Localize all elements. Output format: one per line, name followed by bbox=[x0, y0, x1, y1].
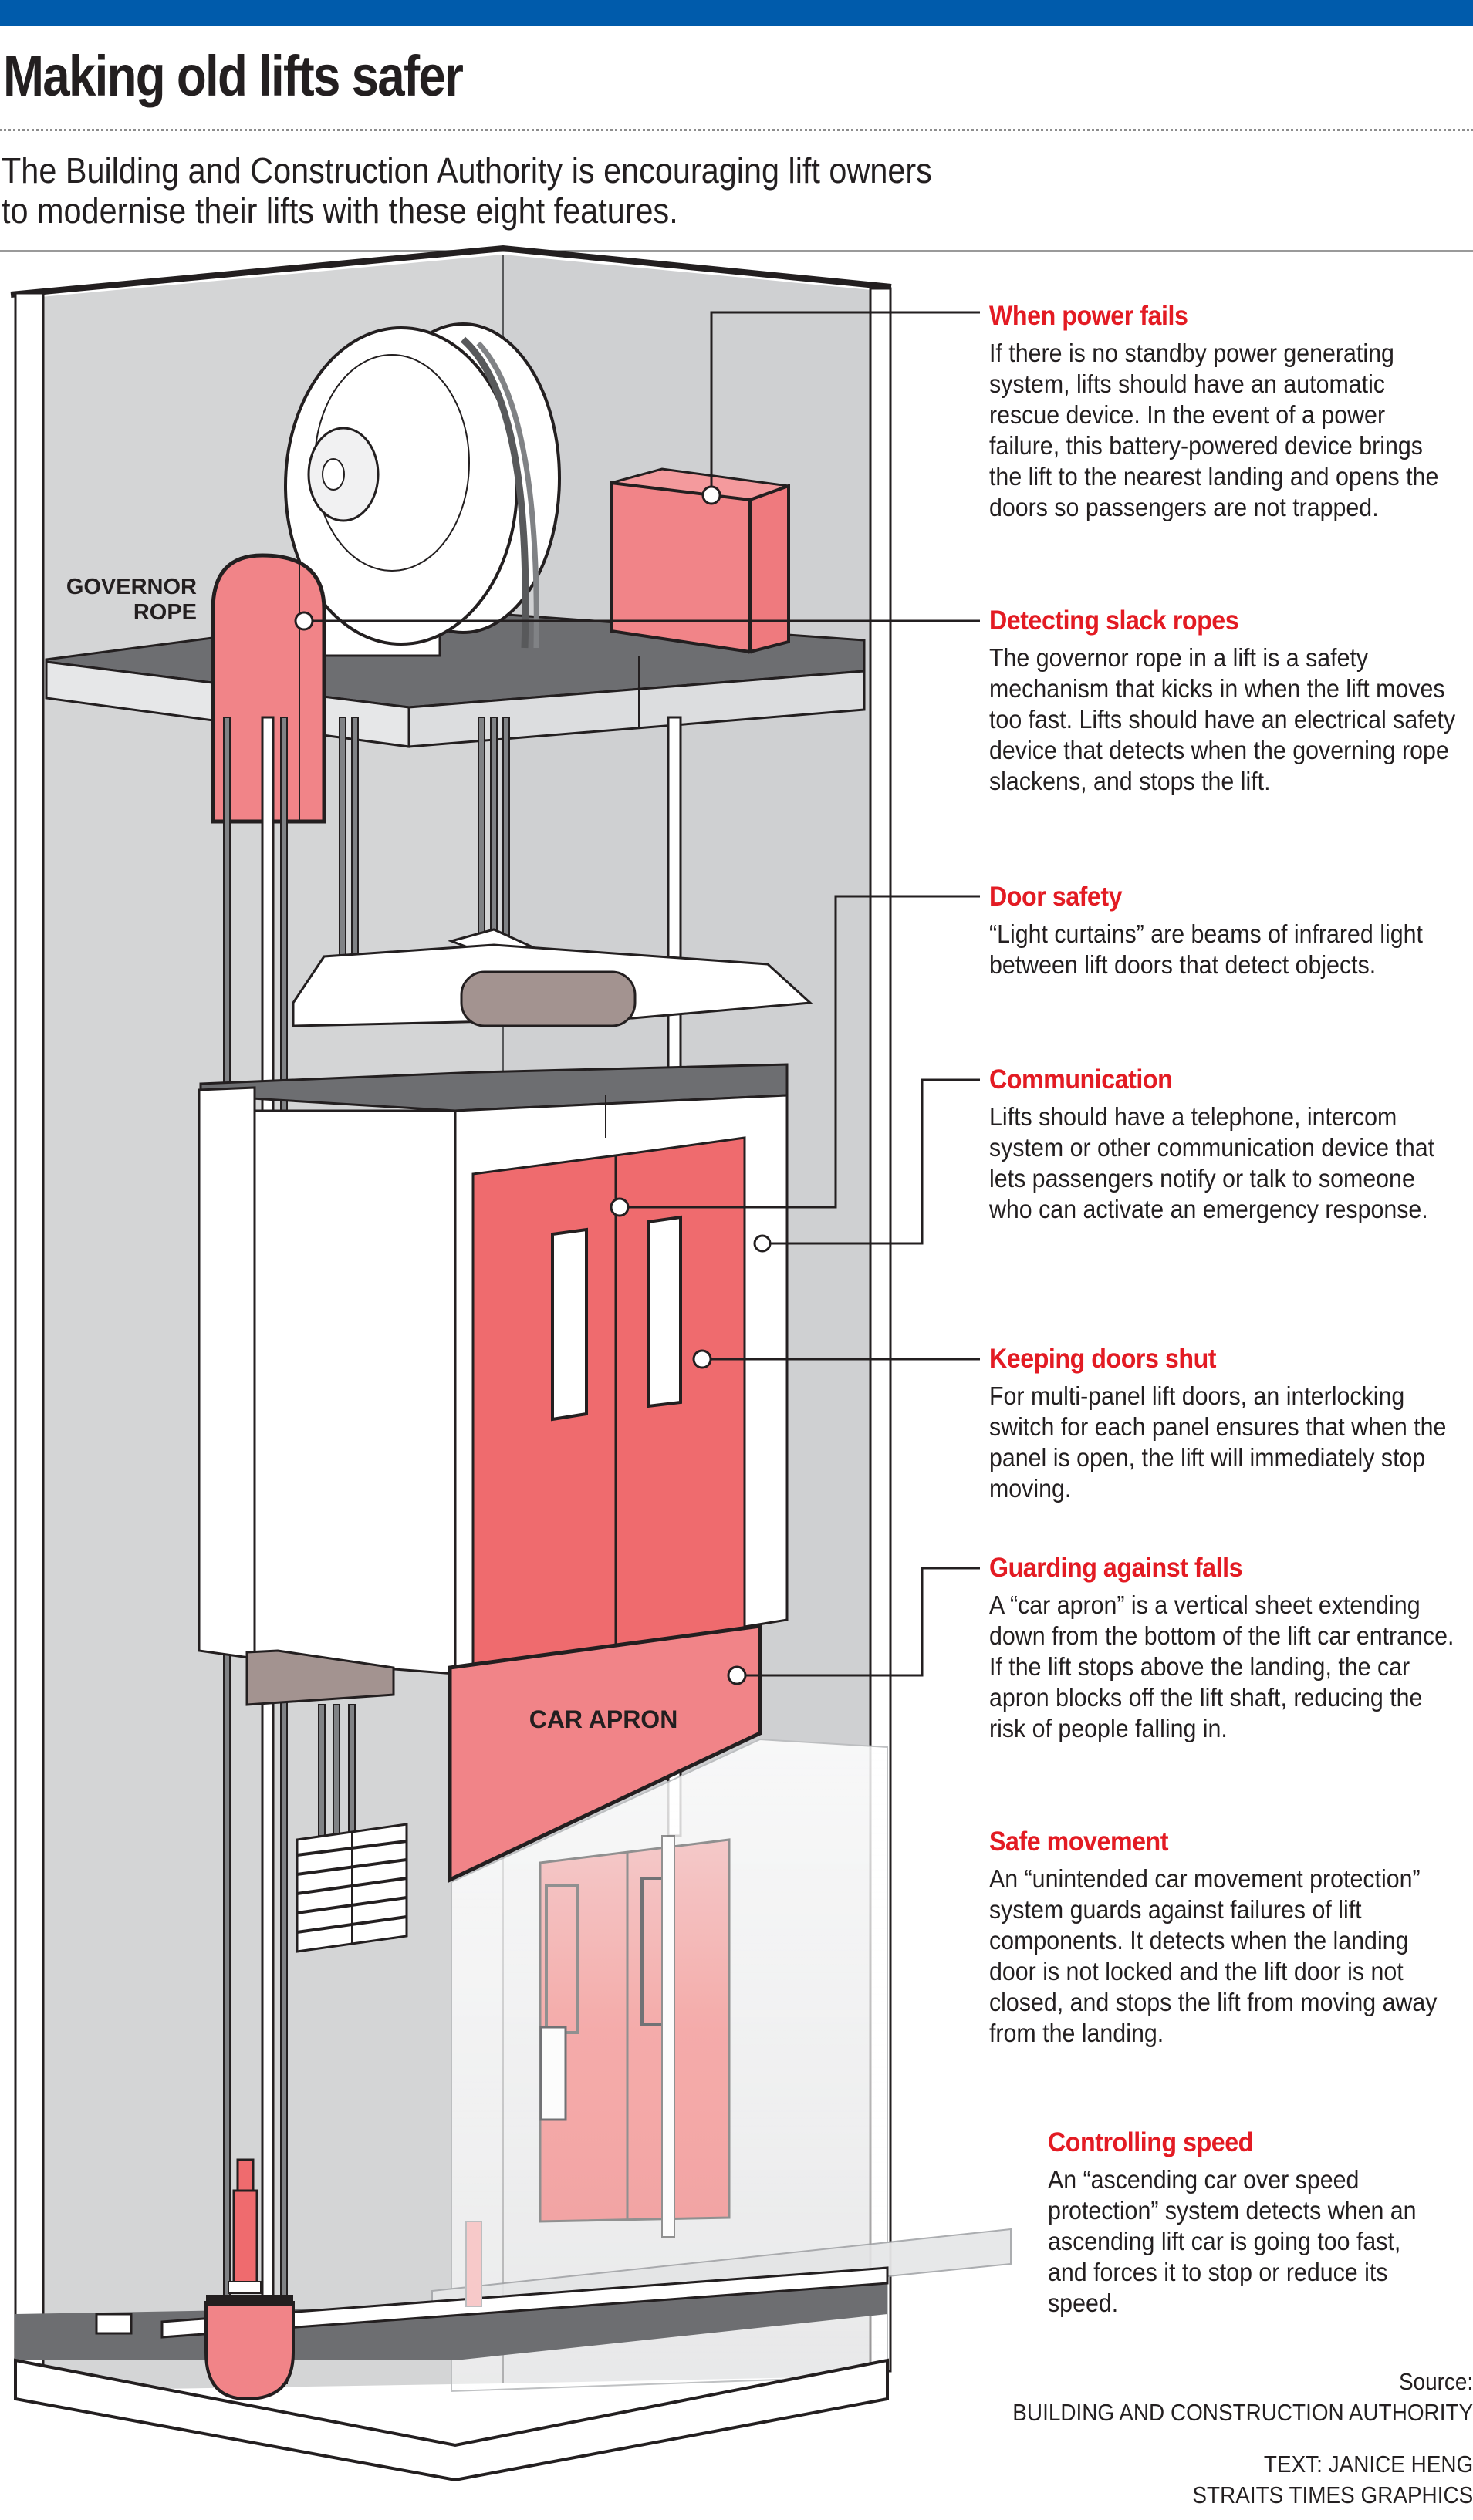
callout-body: An “ascending car over speed protection”… bbox=[1048, 2165, 1417, 2317]
counterweight-frame bbox=[245, 1649, 395, 1706]
callout-heading: Door safety bbox=[989, 882, 1123, 912]
car-side-left bbox=[198, 1086, 256, 1660]
leader-lines bbox=[305, 311, 980, 1677]
callout-heading: Detecting slack ropes bbox=[989, 606, 1239, 636]
header-rule bbox=[0, 250, 1473, 252]
rescue-device-front bbox=[610, 481, 752, 654]
governor-rope-label-2: ROPE bbox=[133, 600, 197, 625]
car-door-window-left bbox=[551, 1227, 588, 1422]
source-credit: Source: BUILDING AND CONSTRUCTION AUTHOR… bbox=[961, 2367, 1473, 2428]
callout-movement: Safe movement An “unintended car movemen… bbox=[989, 1827, 1468, 2049]
buffer-base bbox=[228, 2281, 262, 2294]
callout-slack: Detecting slack ropes The governor rope … bbox=[989, 606, 1468, 797]
hoist-rope-2 bbox=[476, 341, 539, 649]
car-apron-label: CAR APRON bbox=[529, 1705, 678, 1733]
pit-base bbox=[14, 2358, 889, 2482]
counterweight bbox=[245, 1649, 408, 1953]
car-crosshead bbox=[292, 928, 813, 1027]
governor-tension-pulley bbox=[204, 2295, 295, 2401]
tension-pulley-body bbox=[204, 2301, 295, 2401]
callout-heading: Keeping doors shut bbox=[989, 1344, 1217, 1374]
car-apron-sheet bbox=[448, 1624, 762, 1883]
callout-comm: Communication Lifts should have a teleph… bbox=[989, 1064, 1468, 1225]
dot-comm bbox=[753, 1234, 772, 1253]
rescue-device-side bbox=[748, 484, 790, 654]
hoist-rope-1 bbox=[461, 336, 529, 649]
subtitle: The Building and Construction Authority … bbox=[2, 150, 932, 231]
pit-rail bbox=[160, 2266, 889, 2339]
cw-rope-1 bbox=[339, 717, 346, 973]
guide-rail-right-lower bbox=[661, 1835, 675, 2238]
car-door-left bbox=[471, 1154, 617, 1692]
page-title: Making old lifts safer bbox=[3, 44, 464, 108]
callout-heading: Safe movement bbox=[989, 1827, 1169, 1857]
landing-call-panel bbox=[539, 2026, 567, 2121]
landing-level bbox=[431, 1738, 1012, 2393]
leader-door bbox=[617, 895, 980, 1209]
dot-falls bbox=[727, 1665, 747, 1685]
callout-body: “Light curtains” are beams of infrared l… bbox=[989, 919, 1423, 979]
dot-power bbox=[701, 485, 721, 505]
dot-slack bbox=[294, 611, 314, 631]
callout-heading: Controlling speed bbox=[1048, 2127, 1253, 2157]
source-label: Source: bbox=[1398, 2368, 1473, 2395]
callout-body: For multi-panel lift doors, an interlock… bbox=[989, 1381, 1447, 1503]
dot-door bbox=[610, 1197, 630, 1217]
callout-shut: Keeping doors shut For multi-panel lift … bbox=[989, 1344, 1468, 1504]
automatic-rescue-device bbox=[610, 467, 790, 654]
source-name: BUILDING AND CONSTRUCTION AUTHORITY bbox=[1012, 2399, 1473, 2426]
leader-power bbox=[710, 311, 980, 494]
callout-body: The governor rope in a lift is a safety … bbox=[989, 643, 1456, 795]
callout-body: A “car apron” is a vertical sheet extend… bbox=[989, 1591, 1454, 1742]
graphics-credit: STRAITS TIMES GRAPHICS bbox=[1192, 2481, 1473, 2508]
callout-body: If there is no standby power generating … bbox=[989, 339, 1439, 521]
traction-sheave bbox=[284, 322, 561, 657]
leader-falls bbox=[737, 1567, 980, 1677]
sheave-axle bbox=[322, 458, 345, 491]
leader-comm bbox=[764, 1078, 980, 1245]
byline: TEXT: JANICE HENG STRAITS TIMES GRAPHICS bbox=[1161, 2449, 1473, 2511]
car-side bbox=[253, 1109, 457, 1675]
buffer-body bbox=[232, 2189, 258, 2285]
slab-front-right bbox=[407, 670, 866, 748]
text-credit: TEXT: JANICE HENG bbox=[1263, 2451, 1473, 2478]
front-pillar-left bbox=[14, 292, 45, 2393]
pit-block bbox=[95, 2313, 133, 2335]
car-doors bbox=[471, 1136, 746, 1692]
cw-suspension-1 bbox=[318, 1704, 326, 1837]
buffer-top bbox=[236, 2158, 255, 2192]
callout-power: When power fails If there is no standby … bbox=[989, 301, 1468, 523]
door-operator-motor bbox=[460, 970, 637, 1027]
callout-heading: Guarding against falls bbox=[989, 1553, 1243, 1583]
callout-speed: Controlling speed An “ascending car over… bbox=[1048, 2127, 1473, 2319]
counterweight-blocks bbox=[296, 1823, 408, 1953]
brand-bar bbox=[0, 0, 1473, 26]
cw-suspension-3 bbox=[348, 1704, 356, 1837]
cw-suspension-2 bbox=[333, 1704, 340, 1837]
leader-dots bbox=[294, 485, 772, 1685]
cw-rope-2 bbox=[351, 717, 359, 973]
tension-pulley-top bbox=[206, 2295, 293, 2306]
callout-body: Lifts should have a telephone, intercom … bbox=[989, 1102, 1435, 1223]
car-door-window-right bbox=[647, 1215, 682, 1408]
callout-falls: Guarding against falls A “car apron” is … bbox=[989, 1553, 1468, 1744]
ghost-buffer bbox=[465, 2221, 482, 2307]
subtitle-line-2: to modernise their lifts with these eigh… bbox=[2, 191, 678, 231]
buffer bbox=[228, 2158, 482, 2307]
callout-heading: When power fails bbox=[989, 301, 1188, 331]
dot-shut bbox=[692, 1349, 712, 1369]
car-apron bbox=[448, 1624, 762, 1883]
landing-doors bbox=[539, 1838, 731, 2223]
subtitle-line-1: The Building and Construction Authority … bbox=[2, 150, 932, 191]
callout-body: An “unintended car movement protection” … bbox=[989, 1864, 1438, 2047]
governor-rope-label-1: GOVERNOR bbox=[66, 575, 197, 599]
shaft-top-cap bbox=[10, 245, 892, 298]
callout-door: Door safety “Light curtains” are beams o… bbox=[989, 882, 1468, 980]
title-divider bbox=[0, 129, 1473, 131]
callout-heading: Communication bbox=[989, 1064, 1173, 1095]
